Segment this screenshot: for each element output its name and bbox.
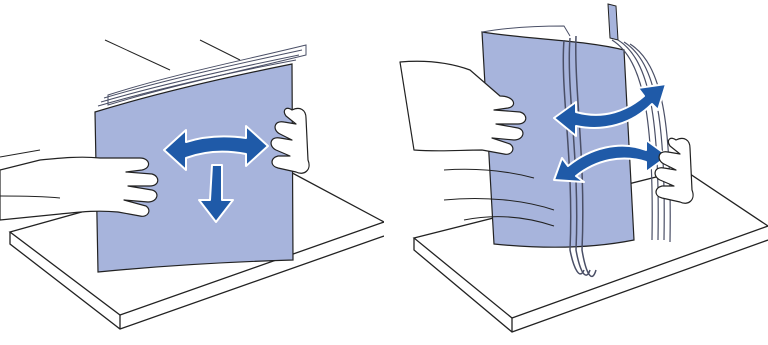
right-hand bbox=[655, 138, 693, 203]
left-hand-shape bbox=[0, 157, 158, 220]
back-line-1 bbox=[105, 40, 170, 70]
panel-right-illustration bbox=[384, 0, 768, 345]
panel-flex-and-tap bbox=[0, 0, 384, 345]
left-hand bbox=[0, 157, 158, 220]
right-hand-shape bbox=[655, 138, 693, 203]
panel-left-illustration bbox=[0, 0, 384, 345]
back-line-2 bbox=[200, 40, 240, 60]
panel-fan bbox=[384, 0, 768, 345]
table-line-left bbox=[0, 150, 40, 157]
tall-sheet-top bbox=[608, 4, 618, 40]
